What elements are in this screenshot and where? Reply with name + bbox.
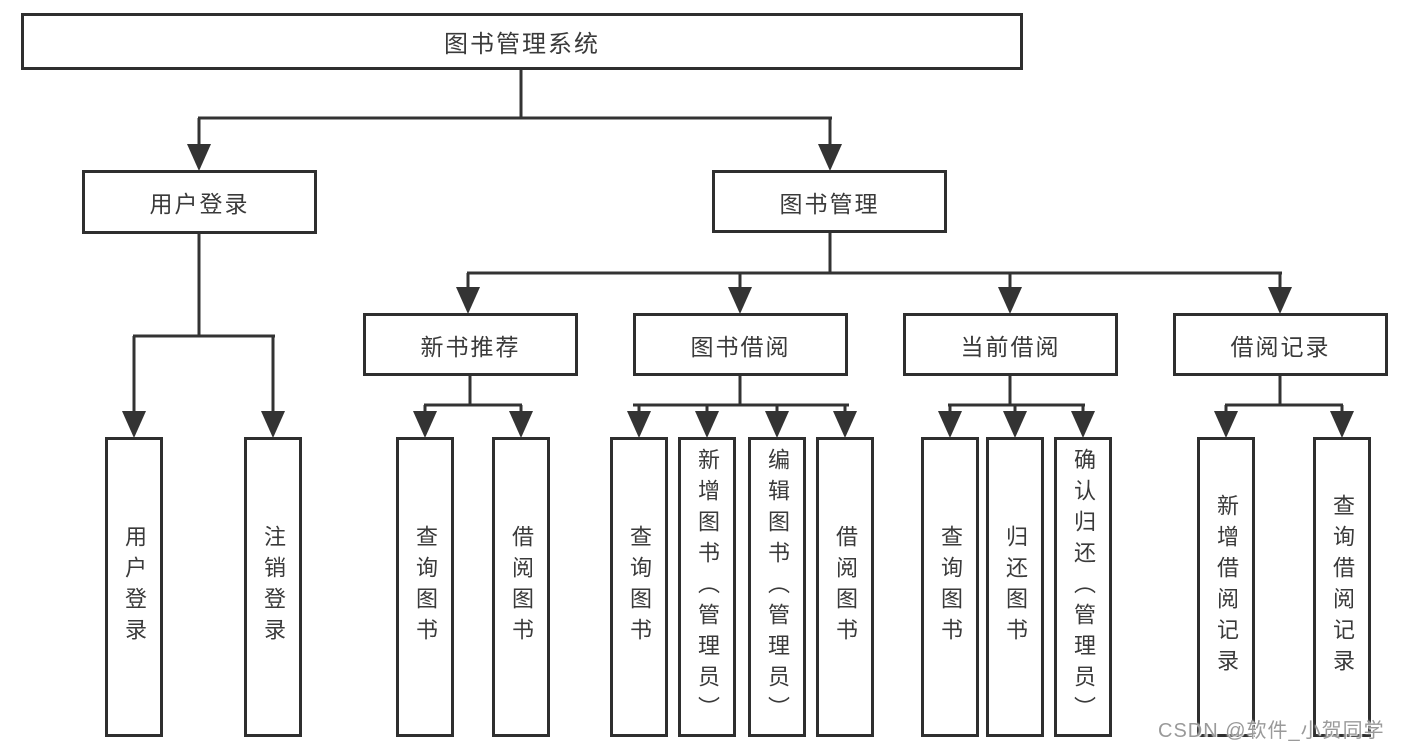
leaf-logout-login: 注销登录 — [244, 437, 302, 737]
leaf-edit-book-admin: 编辑图书（管理员） — [748, 437, 806, 737]
leaf-add-book-admin: 新增图书（管理员） — [678, 437, 736, 737]
leaf-query-borrow-record: 查询借阅记录 — [1313, 437, 1371, 737]
leaf-confirm-return-admin: 确认归还（管理员） — [1054, 437, 1112, 737]
leaf-query-book-borrow: 查询图书 — [610, 437, 668, 737]
node-book-management: 图书管理 — [712, 170, 947, 233]
node-current-borrow: 当前借阅 — [903, 313, 1118, 376]
watermark: CSDN @软件_小贺同学 — [1158, 720, 1385, 742]
leaf-user-login: 用户登录 — [105, 437, 163, 737]
node-borrow-records: 借阅记录 — [1173, 313, 1388, 376]
leaf-return-book: 归还图书 — [986, 437, 1044, 737]
leaf-query-book-recommend: 查询图书 — [396, 437, 454, 737]
node-user-login: 用户登录 — [82, 170, 317, 234]
node-book-borrow: 图书借阅 — [633, 313, 848, 376]
leaf-query-book-current: 查询图书 — [921, 437, 979, 737]
node-library-system: 图书管理系统 — [21, 13, 1023, 70]
leaf-borrow-book-recommend: 借阅图书 — [492, 437, 550, 737]
leaf-borrow-book: 借阅图书 — [816, 437, 874, 737]
connector-paths — [132, 65, 1344, 415]
leaf-add-borrow-record: 新增借阅记录 — [1197, 437, 1255, 737]
node-new-book-recommend: 新书推荐 — [363, 313, 578, 376]
